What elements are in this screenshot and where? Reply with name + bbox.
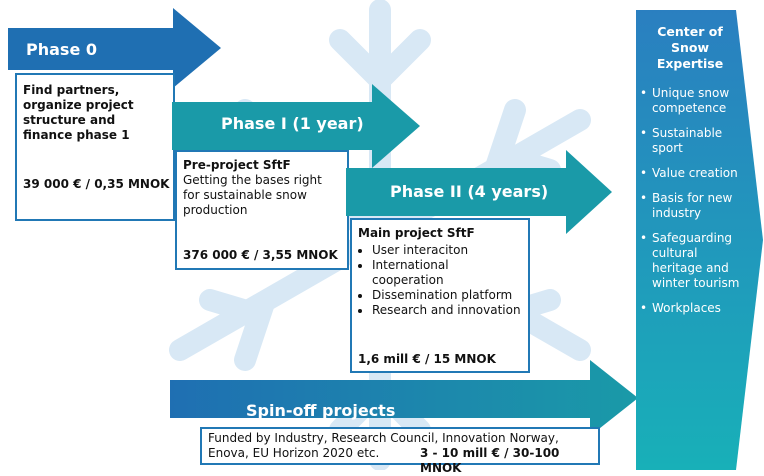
phase1-arrow xyxy=(172,84,420,168)
phase2-list: User interaciton International cooperati… xyxy=(358,243,522,318)
list-item: Dissemination platform xyxy=(372,288,522,303)
spinoff-title: Spin-off projects xyxy=(246,401,396,420)
phase2-heading: Main project SftF xyxy=(358,226,475,240)
spinoff-arrow xyxy=(170,360,638,436)
list-item: Basis for new industry xyxy=(640,191,740,221)
phase2-title: Phase II (4 years) xyxy=(390,182,549,201)
list-item: Unique snow competence xyxy=(640,86,740,116)
list-item: Safeguarding cultural heritage and winte… xyxy=(640,231,740,291)
phase1-cost: 376 000 € / 3,55 MNOK xyxy=(183,248,338,262)
center-title: Center of Snow Expertise xyxy=(656,24,724,71)
spinoff-line1: Funded by Industry, Research Council, In… xyxy=(208,431,559,445)
list-item: Sustainable sport xyxy=(640,126,740,156)
phase2-box: Main project SftF User interaciton Inter… xyxy=(350,218,530,373)
phase0-arrow xyxy=(8,8,221,88)
phase2-arrow xyxy=(346,150,612,234)
phase1-box: Pre-project SftF Getting the bases right… xyxy=(175,150,349,270)
phase0-text: Find partners, organize project structur… xyxy=(23,83,134,142)
center-list: Unique snow competence Sustainable sport… xyxy=(640,86,740,316)
spinoff-box: Funded by Industry, Research Council, In… xyxy=(200,427,600,475)
phase1-heading: Pre-project SftF xyxy=(183,158,291,172)
phase0-title: Phase 0 xyxy=(26,40,97,59)
list-item: User interaciton xyxy=(372,243,522,258)
spinoff-cost: 3 - 10 mill € / 30-100 MNOK xyxy=(420,446,560,475)
spinoff-line2: Enova, EU Horizon 2020 etc. xyxy=(208,446,380,460)
list-item: Value creation xyxy=(640,166,740,181)
phase0-cost: 39 000 € / 0,35 MNOK xyxy=(23,177,170,191)
phase0-box: Find partners, organize project structur… xyxy=(15,73,175,221)
list-item: Workplaces xyxy=(640,301,740,316)
phase1-text: Getting the bases right for sustainable … xyxy=(183,173,322,217)
list-item: International cooperation xyxy=(372,258,522,288)
phase2-cost: 1,6 mill € / 15 MNOK xyxy=(358,352,496,366)
phase1-title: Phase I (1 year) xyxy=(221,114,364,133)
list-item: Research and innovation xyxy=(372,303,522,318)
center-panel: Center of Snow Expertise Unique snow com… xyxy=(640,24,740,326)
